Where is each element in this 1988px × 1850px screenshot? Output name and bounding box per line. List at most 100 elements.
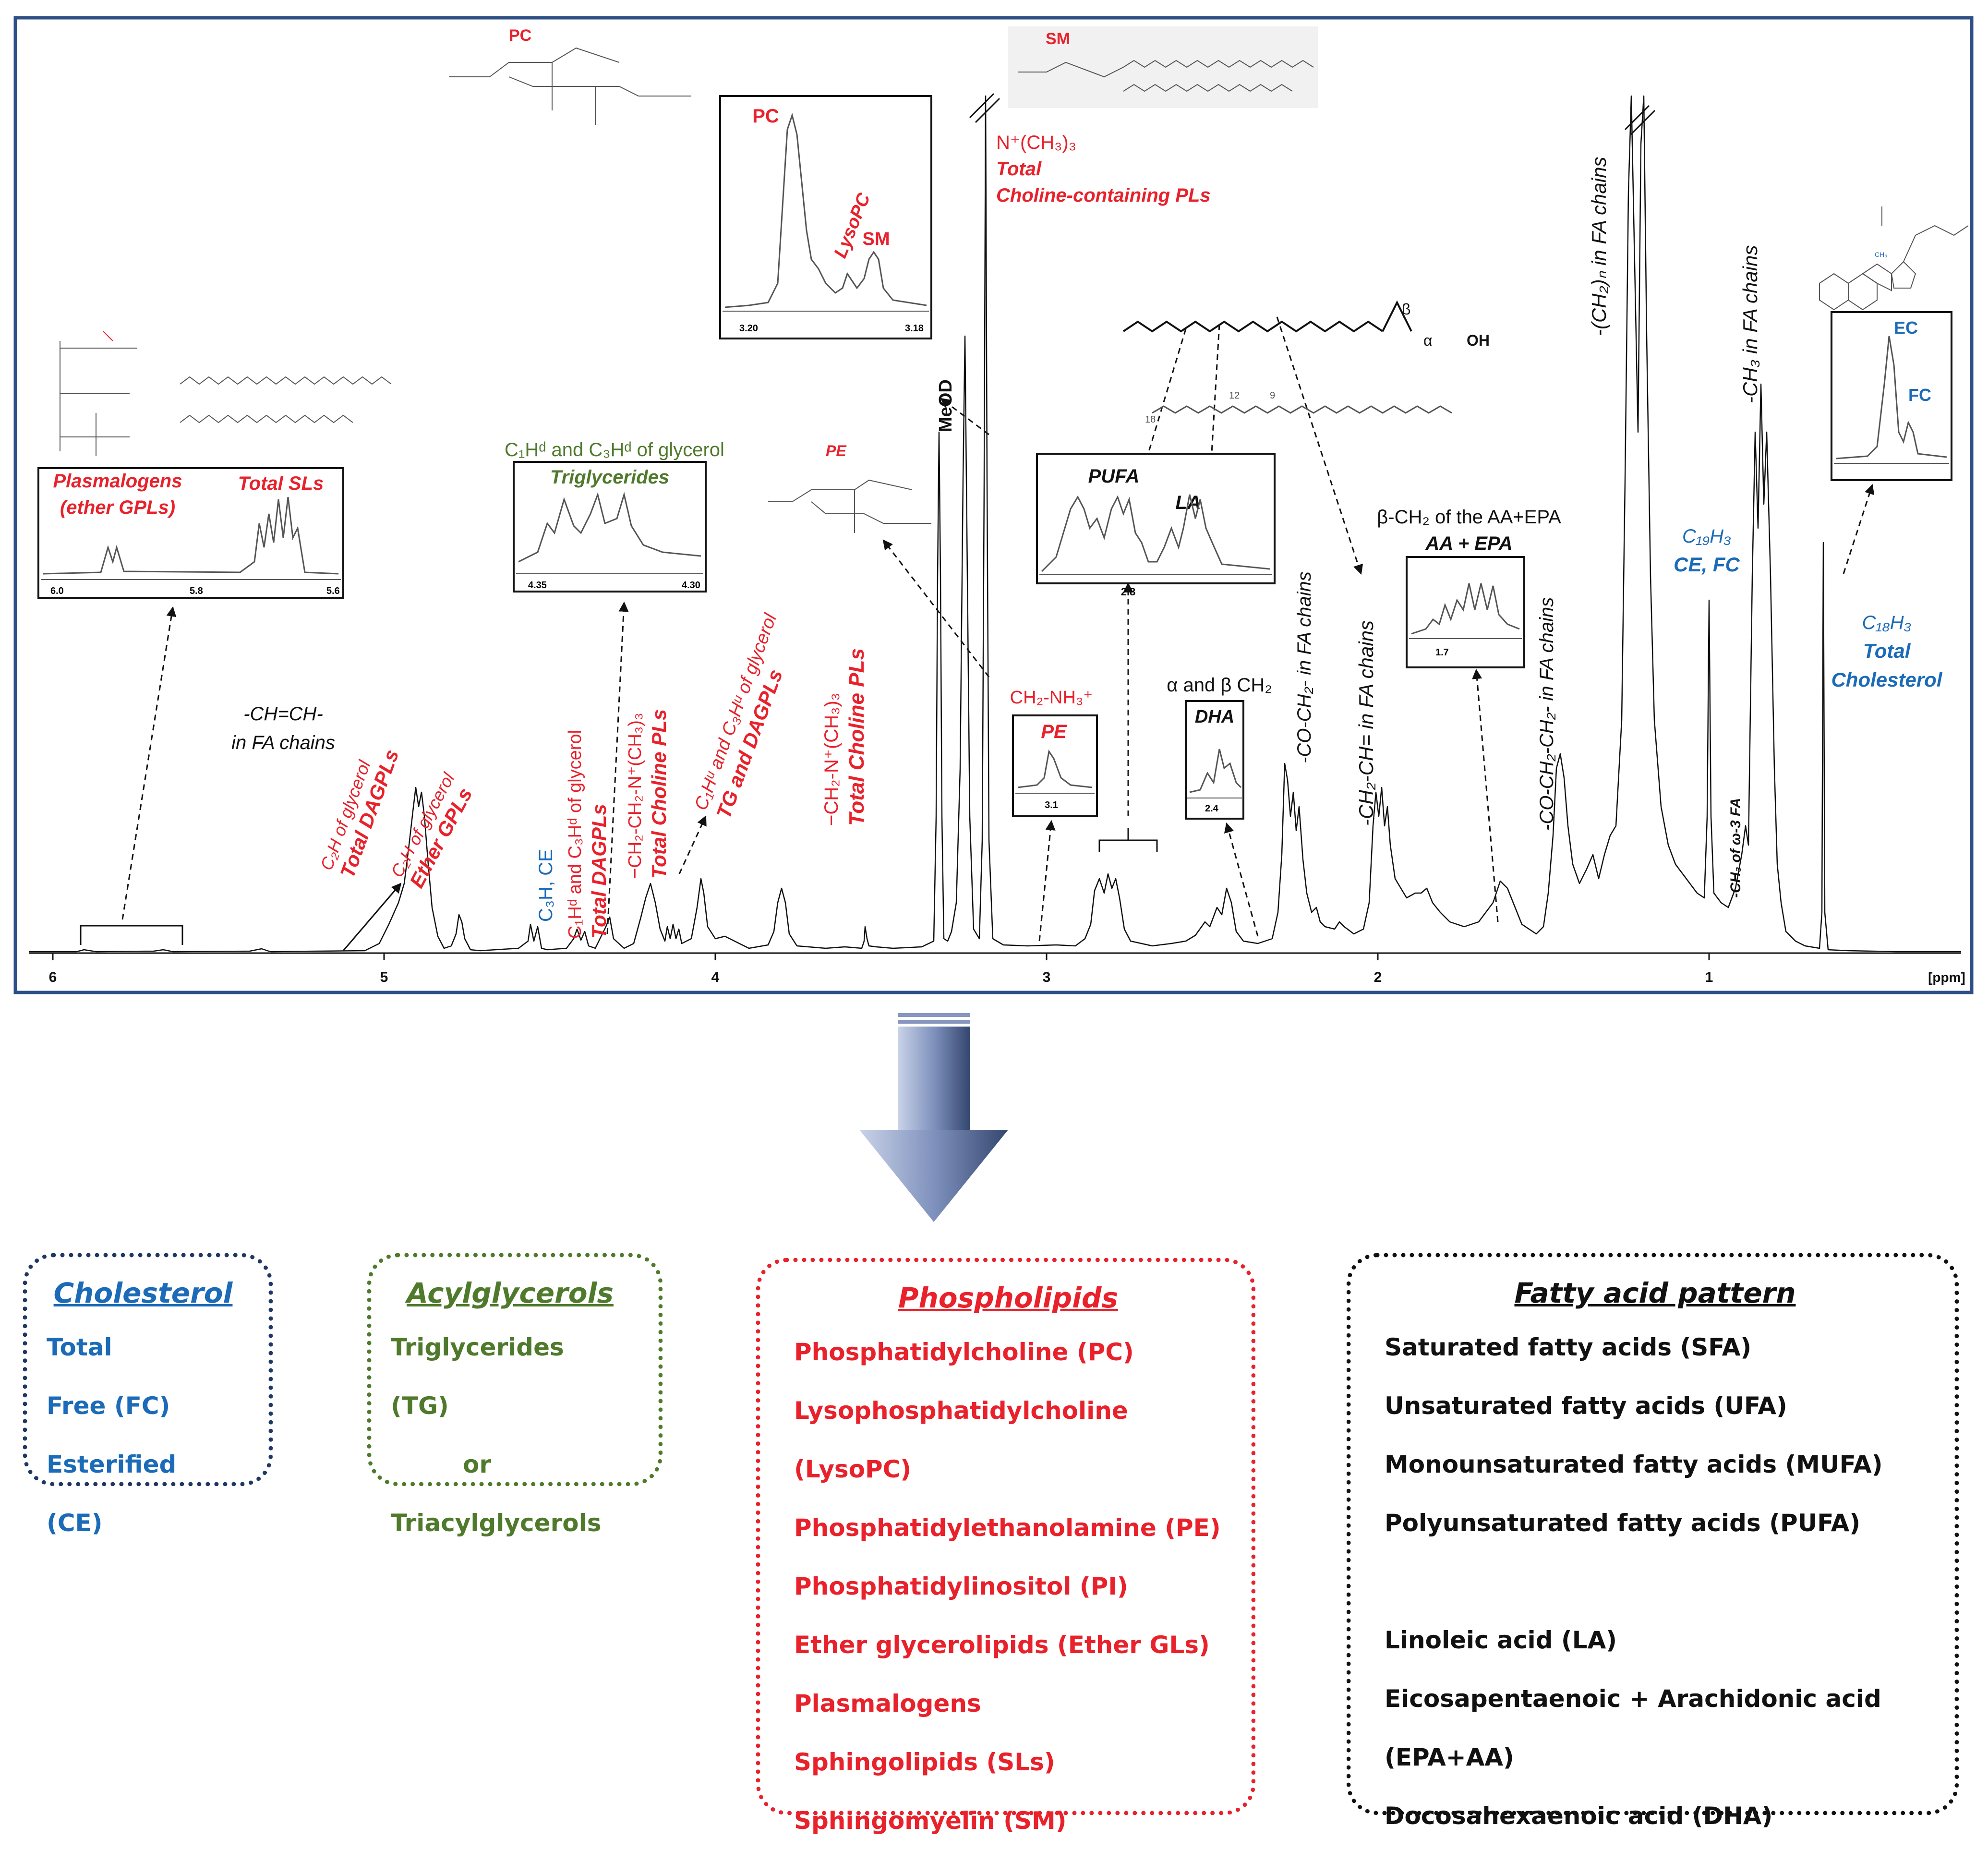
inset-aa-epa: AA + EPA 1.7 — [1406, 533, 1525, 668]
label-meod: MeOD — [936, 379, 956, 432]
label-text: −CH₂-N⁺(CH₃)₃ — [821, 693, 842, 826]
label-text: Choline-containing PLs — [996, 185, 1211, 206]
acylglycerols-item: Triacylglycerols — [391, 1509, 602, 1537]
inset-tick: 6.0 — [50, 586, 64, 596]
structure-label: 12 — [1229, 390, 1240, 401]
inset-label: PE — [1041, 721, 1067, 742]
label-text: Total Choline PLs — [648, 709, 670, 879]
x-tick: 6 — [49, 969, 57, 985]
x-tick: 3 — [1043, 969, 1051, 985]
inset-pc: PC LysoPC SM 3.20 3.18 — [719, 95, 932, 339]
structure-label: 18 — [1145, 414, 1156, 425]
label-choline-ch2: −CH₂-CH₂-N⁺(CH₃)₃ Total Choline PLs — [625, 709, 670, 879]
structure-sm: SM — [1008, 26, 1318, 108]
label-alpha-beta: α and β CH₂ — [1167, 675, 1272, 696]
bracket-plasmalogen — [80, 925, 183, 945]
label-c19h3: C₁₉H₃ CE, FC — [1674, 526, 1740, 576]
x-axis-unit: [ppm] — [1928, 970, 1965, 985]
label-text: in FA chains — [231, 732, 335, 753]
fatty-acid-item: Eicosapentaenoic + Arachidonic acid (EPA… — [1385, 1685, 1881, 1771]
phospholipids-item: Phosphatidylcholine (PC) — [794, 1338, 1134, 1366]
inset-tick: 2.4 — [1205, 803, 1219, 814]
inset-label: PC — [752, 106, 779, 127]
fatty-acid-title: Fatty acid pattern — [1514, 1277, 1796, 1309]
label-text: Total DAGPLs — [588, 804, 610, 939]
inset-tick: 3.1 — [1045, 800, 1058, 810]
inset-label: SM — [863, 229, 890, 249]
x-tick: 5 — [380, 969, 388, 985]
inset-tick: 4.30 — [682, 580, 700, 591]
label-beta-ch2: β-CH₂ of the AA+EPA — [1377, 507, 1561, 528]
inset-label: DHA — [1195, 707, 1234, 727]
structure-label: α — [1423, 332, 1433, 349]
inset-pe: CH₂-NH₃⁺ PE 3.1 — [1010, 688, 1098, 817]
label-text: CE, FC — [1674, 553, 1740, 576]
fatty-acid-item: Docosahexaenoic acid (DHA) — [1385, 1802, 1773, 1830]
phospholipids-item: Ether glycerolipids (Ether GLs) — [794, 1631, 1210, 1659]
label-ch2-ch-eq: -CH₂-CH= in FA chains — [1355, 620, 1377, 826]
structure-label: PE — [826, 442, 847, 459]
structure-pe: PE — [768, 442, 931, 533]
arrow-ether — [342, 883, 402, 951]
inset-label: FC — [1908, 385, 1931, 405]
inset-tick: 5.8 — [190, 586, 203, 596]
inset-label: PUFA — [1088, 466, 1140, 487]
inset-label: EC — [1894, 318, 1918, 338]
phospholipids-item: Sphingolipids (SLs) — [794, 1748, 1055, 1776]
label-co-ch2: -CO-CH₂- in FA chains — [1294, 571, 1315, 763]
cholesterol-item: Free (FC) — [47, 1392, 170, 1420]
phospholipids-item: Plasmalogens — [794, 1690, 981, 1717]
inset-tick: 3.20 — [739, 323, 758, 334]
structure-pc: PC — [449, 26, 691, 125]
label-text: N⁺(CH₃)₃ — [996, 132, 1076, 153]
phospholipids-item: Sphingomyelin (SM) — [794, 1807, 1067, 1835]
structure-linoleic: 18 12 9 — [1145, 390, 1452, 425]
phospholipids-item: Phosphatidylethanolamine (PE) — [794, 1514, 1221, 1542]
inset-tick: 2.8 — [1121, 586, 1136, 598]
structure-label: OH — [1467, 332, 1490, 349]
fatty-acid-item: Linoleic acid (LA) — [1385, 1626, 1617, 1654]
bracket-pufa — [1098, 828, 1158, 852]
inset-label: Plasmalogens — [53, 471, 182, 492]
label-text: Cholesterol — [1831, 668, 1942, 691]
phospholipids-item: Phosphatidylinositol (PI) — [794, 1572, 1128, 1600]
label-choline-total: N⁺(CH₃)₃ Total Choline-containing PLs — [996, 132, 1211, 206]
structure-sphingolipid — [180, 376, 392, 423]
label-co-ch2-ch2: -CO-CH₂-CH₂- in FA chains — [1536, 597, 1557, 831]
x-axis-ticks: 6 5 4 3 2 1 [ppm] — [49, 953, 1965, 985]
phospholipids-item: Lysophosphatidylcholine (LysoPC) — [794, 1397, 1128, 1483]
label-c3h-ce: C₃H, CE — [535, 849, 556, 922]
label-c1hd-dag: C₁Hᵈ and C₃Hᵈ of glycerol Total DAGPLs — [565, 730, 610, 939]
inset-triglycerides: Triglycerides 4.35 4.30 — [513, 461, 707, 592]
cholesterol-box: Cholesterol Total Free (FC) Esterified (… — [23, 1253, 273, 1537]
label-text: -CH=CH- — [243, 703, 323, 725]
inset-plasmalogens: Plasmalogens (ether GPLs) Total SLs 6.0 … — [37, 467, 344, 599]
label-text: C₁Hᵈ and C₃Hᵈ of glycerol — [565, 730, 585, 939]
inset-tick: 3.18 — [905, 323, 924, 334]
label-ch-eq-ch: -CH=CH- in FA chains — [231, 703, 335, 753]
structure-label: CH₃ — [1875, 251, 1887, 258]
label-ch3-omega3: -CH₃ of ω-3 FA — [1728, 798, 1744, 898]
label-glycerol-green: C₁Hᵈ and C₃Hᵈ of glycerol — [505, 439, 724, 460]
label-ch3-fa: -CH₃ in FA chains — [1739, 245, 1761, 403]
inset-tick: 4.35 — [528, 580, 547, 591]
acylglycerols-item: Triglycerides (TG) — [391, 1333, 564, 1420]
structure-cholesterol — [1819, 206, 1969, 311]
label-c18h3: C₁₈H₃ Total Cholesterol — [1831, 612, 1942, 691]
inset-pufa: PUFA LA 2.8 — [1036, 453, 1276, 598]
fatty-acid-item: Saturated fatty acids (SFA) — [1385, 1333, 1752, 1361]
fatty-acid-item — [1385, 1552, 1926, 1611]
inset-dha: DHA 2.4 — [1185, 700, 1244, 820]
structure-plasmalogen — [60, 331, 137, 456]
inset-cholesterol: EC FC — [1831, 311, 1952, 481]
phospholipids-box: Phospholipids Phosphatidylcholine (PC) L… — [756, 1258, 1255, 1835]
label-text: −CH₂-CH₂-N⁺(CH₃)₃ — [625, 713, 645, 879]
inset-label: (ether GPLs) — [60, 497, 175, 518]
down-arrow — [859, 1013, 1008, 1222]
fatty-acid-item: Polyunsaturated fatty acids (PUFA) — [1385, 1509, 1861, 1537]
inset-tick: 1.7 — [1435, 647, 1449, 658]
fatty-acid-item: Unsaturated fatty acids (UFA) — [1385, 1392, 1787, 1420]
phospholipids-title: Phospholipids — [898, 1282, 1119, 1314]
inset-label: Triglycerides — [550, 467, 669, 488]
